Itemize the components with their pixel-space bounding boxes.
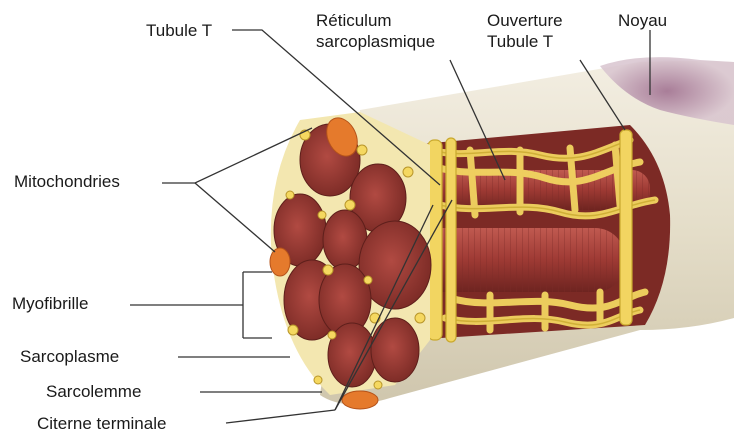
label-ouverture-tubule-t: Ouverture Tubule T [487, 10, 563, 52]
label-sarcolemme: Sarcolemme [46, 381, 141, 402]
label-citerne-terminale: Citerne terminale [37, 413, 166, 434]
label-noyau: Noyau [618, 10, 667, 31]
label-tubule-t: Tubule T [146, 20, 212, 41]
label-myofibrille: Myofibrille [12, 293, 89, 314]
label-sarcoplasme: Sarcoplasme [20, 346, 119, 367]
label-mitochondries: Mitochondries [14, 171, 120, 192]
label-reticulum-sarcoplasmique: Réticulum sarcoplasmique [316, 10, 435, 52]
